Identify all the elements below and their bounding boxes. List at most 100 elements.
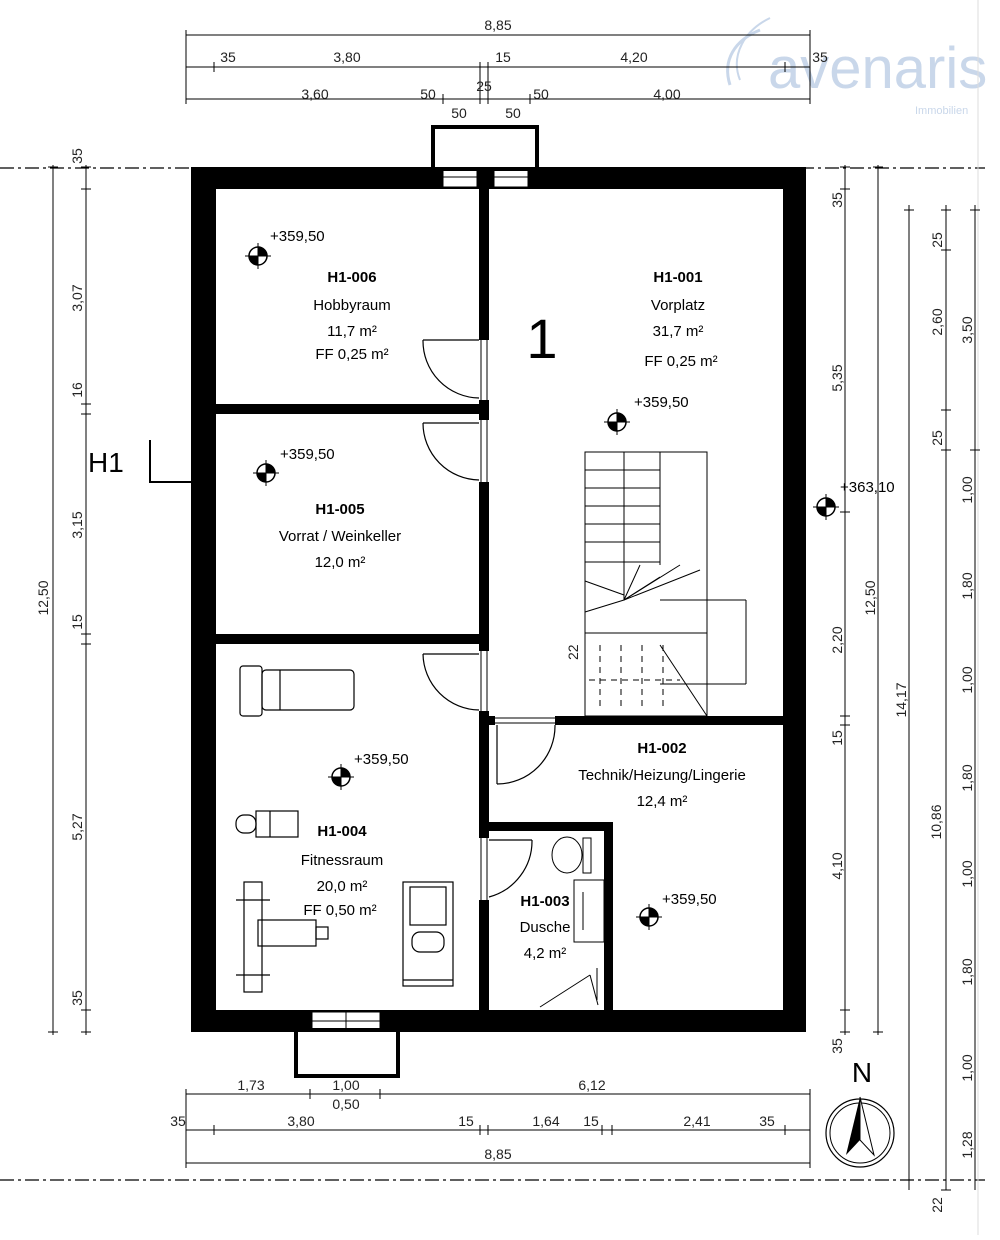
room-id: H1-003 <box>520 893 569 910</box>
room-area: 12,4 m² <box>637 793 688 810</box>
dim-label: 1,80 <box>959 572 975 599</box>
room-h1-004: H1-004 Fitnessraum 20,0 m² FF 0,50 m² <box>301 823 384 919</box>
level-marker-006: +359,50 <box>245 228 325 269</box>
logo-swoosh <box>726 28 761 86</box>
dim-label: 15 <box>69 614 85 630</box>
dim-label: 3,80 <box>333 49 360 65</box>
dim-lines-left <box>48 165 91 1035</box>
dim-label: 3,50 <box>959 316 975 343</box>
dim-label: 3,80 <box>287 1113 314 1129</box>
level-label: +359,50 <box>280 446 335 463</box>
dim-label: 6,12 <box>578 1077 605 1093</box>
floor-number: 1 <box>526 307 557 370</box>
dim-label: 1,00 <box>959 1054 975 1081</box>
room-ff: FF 0,25 m² <box>644 353 717 370</box>
dim-label: 25 <box>929 232 945 248</box>
room-ff: FF 0,50 m² <box>303 902 376 919</box>
room-h1-006: H1-006 Hobbyraum 11,7 m² FF 0,25 m² <box>313 269 391 363</box>
dim-bottom-total: 8,85 <box>484 1146 511 1162</box>
dim-label: 50 <box>451 105 467 121</box>
dim-label: 35 <box>829 192 845 208</box>
light-well-bottom <box>294 1028 400 1078</box>
room-area: 4,2 m² <box>524 945 567 962</box>
dim-label: 1,64 <box>532 1113 559 1129</box>
dim-label: 35 <box>812 49 828 65</box>
room-name: Hobbyraum <box>313 297 391 314</box>
room-name: Technik/Heizung/Lingerie <box>578 767 746 784</box>
exterior-walls <box>191 167 806 1032</box>
dim-left-total: 12,50 <box>35 580 51 615</box>
dim-label: 4,00 <box>653 86 680 102</box>
level-label: +359,50 <box>354 751 409 768</box>
dim-top-total: 8,85 <box>484 17 511 33</box>
room-id: H1-006 <box>327 269 376 286</box>
dim-right-overall: 14,17 <box>893 682 909 717</box>
room-name: Dusche <box>520 919 571 936</box>
dim-label: 35 <box>829 1038 845 1054</box>
dim-label: 2,41 <box>683 1113 710 1129</box>
stair-step-count: 22 <box>565 644 581 660</box>
room-h1-005: H1-005 Vorrat / Weinkeller 12,0 m² <box>279 501 401 571</box>
logo-text: avenaris <box>768 36 987 101</box>
room-area: 31,7 m² <box>653 323 704 340</box>
dim-label: 2,20 <box>829 626 845 653</box>
section-label: H1 <box>88 447 124 478</box>
dim-label: 50 <box>533 86 549 102</box>
door-swings <box>422 339 556 898</box>
level-label: +363,10 <box>840 479 895 496</box>
room-name: Vorplatz <box>651 297 705 314</box>
north-arrow-icon <box>846 1097 860 1155</box>
logo: avenaris Immobilien <box>726 17 987 117</box>
light-well-top <box>431 125 539 171</box>
dim-label: 50 <box>505 105 521 121</box>
north-label: N <box>852 1057 872 1088</box>
dim-label: 3,15 <box>69 511 85 538</box>
level-marker-004: +359,50 <box>328 751 409 790</box>
stair-dashed <box>589 645 680 708</box>
fitness-equipment <box>235 665 454 993</box>
room-h1-002: H1-002 Technik/Heizung/Lingerie 12,4 m² <box>578 740 746 810</box>
level-label: +359,50 <box>270 228 325 245</box>
logo-swoosh-2 <box>735 17 771 81</box>
room-id: H1-001 <box>653 269 702 286</box>
dim-label: 1,73 <box>237 1077 264 1093</box>
dim-label: 15 <box>458 1113 474 1129</box>
level-label: +359,50 <box>634 394 689 411</box>
level-markers: +359,50 +359,50 +359,50 +359,50 <box>245 228 895 930</box>
dim-label: 50 <box>420 86 436 102</box>
room-id: H1-004 <box>317 823 367 840</box>
dim-label: 25 <box>476 78 492 94</box>
level-marker-002: +359,50 <box>636 891 717 930</box>
dim-lines-right <box>840 165 980 1191</box>
dim-label: 25 <box>929 430 945 446</box>
dim-label: 16 <box>69 382 85 398</box>
dim-label: 35 <box>759 1113 775 1129</box>
dim-label: 22 <box>929 1197 945 1213</box>
north-arrow: N <box>825 1057 895 1168</box>
dim-label: 15 <box>829 730 845 746</box>
dim-label: 4,10 <box>829 852 845 879</box>
dim-lines-bottom <box>185 1089 811 1168</box>
room-area: 20,0 m² <box>317 878 368 895</box>
dim-label: 1,00 <box>959 666 975 693</box>
dim-label: 3,07 <box>69 284 85 311</box>
dim-label: 4,20 <box>620 49 647 65</box>
level-marker-exterior: +363,10 <box>813 479 895 520</box>
dim-label: 1,28 <box>959 1131 975 1158</box>
dim-label: 5,35 <box>829 364 845 391</box>
bathroom-fixtures <box>539 836 605 1008</box>
dim-label: 35 <box>69 990 85 1006</box>
level-marker-005: +359,50 <box>253 446 335 486</box>
room-area: 11,7 m² <box>327 323 377 340</box>
dim-label: 1,80 <box>959 958 975 985</box>
dim-label: 10,86 <box>928 804 944 839</box>
room-area: 12,0 m² <box>315 554 366 571</box>
level-marker-001: +359,50 <box>604 394 689 435</box>
dim-label: 1,00 <box>959 860 975 887</box>
room-h1-001: H1-001 Vorplatz 31,7 m² FF 0,25 m² <box>644 269 717 370</box>
dim-right-total: 12,50 <box>862 580 878 615</box>
dim-label: 1,80 <box>959 764 975 791</box>
level-label: +359,50 <box>662 891 717 908</box>
room-ff: FF 0,25 m² <box>315 346 388 363</box>
dim-label: 3,60 <box>301 86 328 102</box>
